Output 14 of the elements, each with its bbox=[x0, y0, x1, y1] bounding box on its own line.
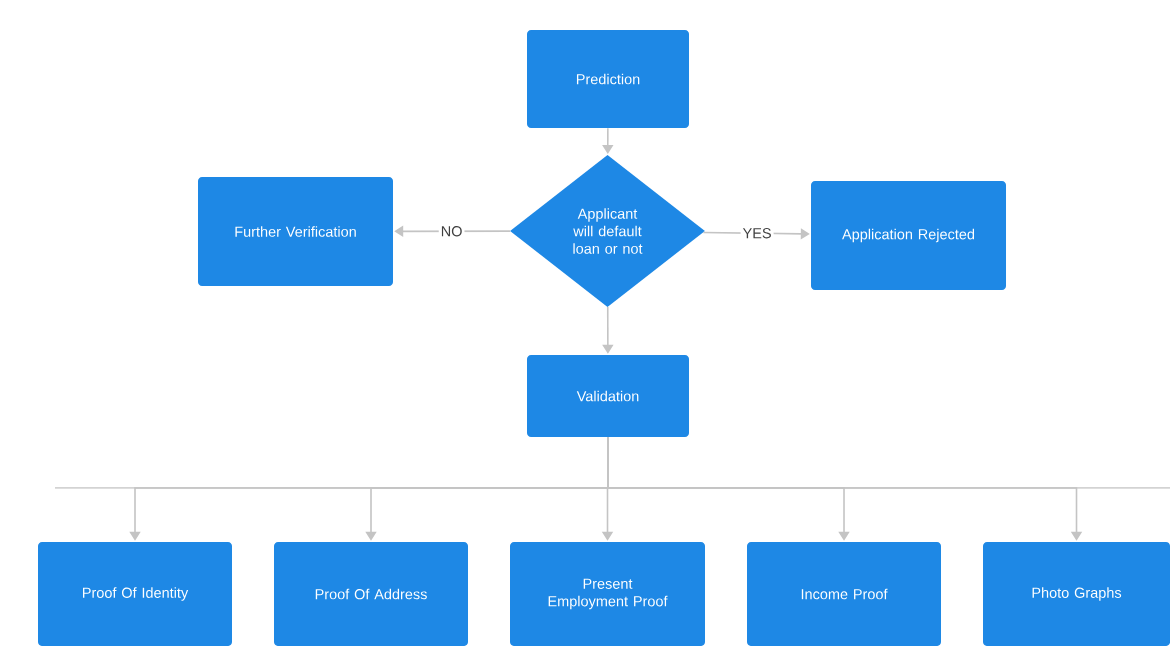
edge-label: NO bbox=[441, 226, 462, 237]
arrow bbox=[602, 127, 614, 154]
process-box: Income Proof bbox=[747, 542, 941, 646]
process-box: Proof Of Address bbox=[274, 542, 468, 646]
process-box: Prediction bbox=[527, 30, 689, 128]
process-box: Photo Graphs bbox=[983, 542, 1170, 646]
process-box: Further Verification bbox=[198, 177, 393, 286]
arrow bbox=[602, 306, 614, 354]
process-box: Proof Of Identity bbox=[38, 542, 232, 646]
process-box: Validation bbox=[527, 355, 689, 437]
process-box: Application Rejected bbox=[811, 181, 1006, 290]
arrow bbox=[607, 436, 1083, 541]
edge-label: YES bbox=[742, 228, 771, 239]
process-box: Present Employment Proof bbox=[510, 542, 705, 646]
